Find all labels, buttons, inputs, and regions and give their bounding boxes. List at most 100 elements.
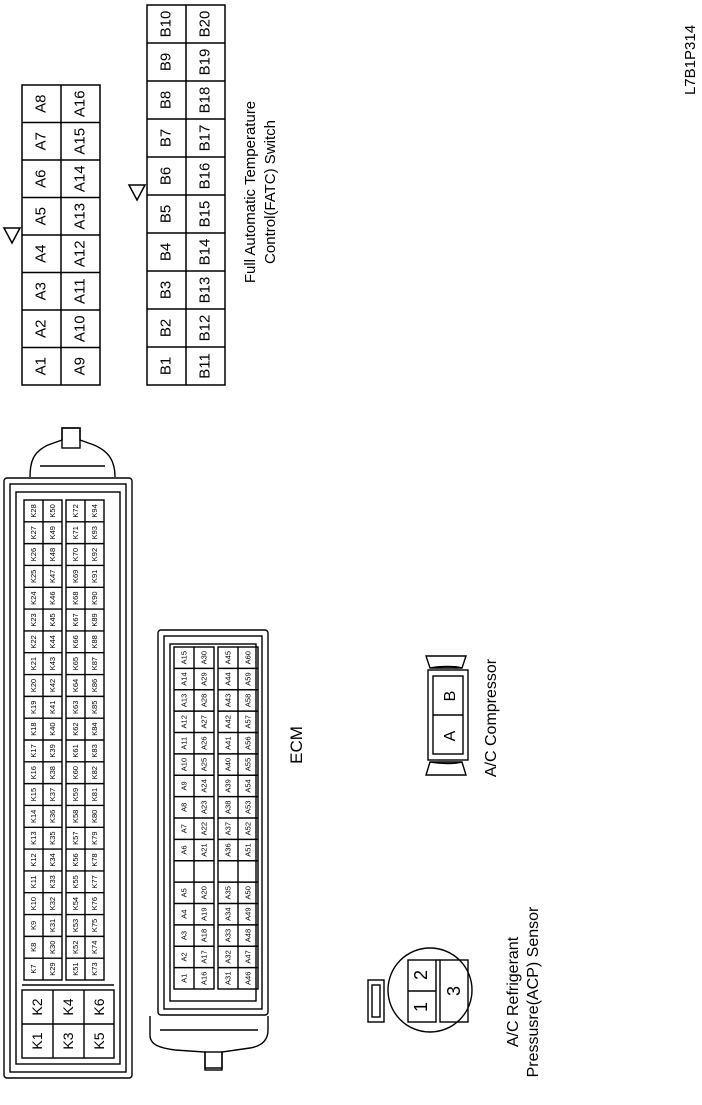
fatc-b-pin: B15: [197, 201, 214, 228]
ecm-a-pin: A23: [200, 801, 209, 814]
ecm-a-pin: A50: [244, 886, 253, 899]
ecm-a-pin: A34: [224, 908, 233, 921]
ecm-a-pin: A40: [224, 758, 233, 771]
ecm-k-pin: K82: [90, 766, 99, 779]
ecm-k-pin: K35: [48, 832, 57, 845]
ecm-k-pin: K31: [48, 919, 57, 932]
ecm-a-pin: A26: [200, 737, 209, 750]
ecm-k-pin: K14: [29, 810, 38, 823]
ecm-a-pin: A33: [224, 929, 233, 942]
compressor-pin-b: B: [442, 691, 459, 702]
fatc-b-pin: B7: [158, 129, 175, 147]
acp-pin-2: 2: [411, 970, 431, 980]
ecm-a-pin: A10: [180, 758, 189, 771]
ecm-k-pin: K48: [48, 548, 57, 561]
ecm-a-pin: A46: [244, 972, 253, 985]
fatc-a-pin: A10: [72, 315, 89, 342]
fatc-a-pin: A1: [33, 357, 50, 375]
ecm-k-pin: K62: [71, 722, 80, 735]
fatc-b-pin: B19: [197, 49, 214, 76]
ecm-k-pin: K44: [48, 635, 57, 648]
ecm-k-pin: K88: [90, 635, 99, 648]
ecm-k-pin: K17: [29, 744, 38, 757]
ecm-k-pin: K78: [90, 853, 99, 866]
acp-connector: [367, 947, 473, 1033]
ecm-a-pin: A60: [244, 651, 253, 664]
ecm-k-pin: K90: [90, 592, 99, 605]
acp-pin-1: 1: [411, 1002, 431, 1012]
ecm-k-pin: K27: [29, 526, 38, 539]
ecm-k-pin: K37: [48, 788, 57, 801]
fatc-a-pin: A7: [33, 132, 50, 150]
ecm-a-pin: A49: [244, 908, 253, 921]
ecm-k-pin: K30: [48, 941, 57, 954]
ecm-a-pin: A43: [224, 694, 233, 707]
ecm-k-pin: K94: [90, 504, 99, 517]
ecm-k-pin: K72: [71, 504, 80, 517]
fatc-b-pin: B8: [158, 91, 175, 109]
ecm-a-pin: A45: [224, 651, 233, 664]
ecm-k-pin: K56: [71, 853, 80, 866]
ecm-a-pin: A19: [200, 908, 209, 921]
fatc-a-pin: A4: [33, 245, 50, 263]
ecm-k-pin: K71: [71, 526, 80, 539]
ecm-k-pin: K74: [90, 941, 99, 954]
ecm-a-pin: A58: [244, 694, 253, 707]
fatc-b-pin: B13: [197, 277, 214, 304]
ecm-k-pin: K22: [29, 635, 38, 648]
ecm-k-pin: K16: [29, 766, 38, 779]
ecm-a-pin: A53: [244, 801, 253, 814]
ecm-a-pin: A30: [200, 651, 209, 664]
ecm-a-pin: A27: [200, 715, 209, 728]
fatc-b-pin: B12: [197, 315, 214, 342]
ecm-k-pin: K39: [48, 744, 57, 757]
fatc-b-pin: B1: [158, 357, 175, 375]
ecm-a-pin: A25: [200, 758, 209, 771]
ecm-k-pin: K60: [71, 766, 80, 779]
ecm-a-pin: A16: [200, 972, 209, 985]
ecm-a-pin: A14: [180, 672, 189, 685]
ecm-k-pin: K21: [29, 657, 38, 670]
ecm-k-big-pin: K2: [29, 998, 45, 1015]
fatc-b-pin: B9: [158, 53, 175, 71]
ecm-k-pin: K36: [48, 810, 57, 823]
ecm-k-pin: K61: [71, 744, 80, 757]
compressor-connector: [425, 655, 469, 776]
ecm-a-pin: A28: [200, 694, 209, 707]
ecm-a-pin: A7: [180, 824, 189, 833]
ecm-a-pin: A48: [244, 929, 253, 942]
ecm-a-pin: A3: [180, 931, 189, 940]
ecm-a-pin: A41: [224, 737, 233, 750]
ecm-k-pin: K91: [90, 570, 99, 583]
fatc-b-pin: B11: [197, 353, 214, 379]
ecm-a-pin: A6: [180, 845, 189, 854]
ecm-a-pin: A22: [200, 822, 209, 835]
ecm-a-pin: A59: [244, 672, 253, 685]
fatc-b-pin: B16: [197, 163, 214, 190]
ecm-k-big-pin: K4: [60, 998, 76, 1015]
ecm-a-pin: A13: [180, 694, 189, 707]
ecm-k-pin: K77: [90, 875, 99, 888]
compressor-label: A/C Compressor: [483, 658, 500, 777]
ecm-k-pin: K89: [90, 613, 99, 626]
ecm-k-pin: K76: [90, 897, 99, 910]
ecm-k-pin: K92: [90, 548, 99, 561]
ecm-k-pin: K81: [90, 788, 99, 801]
ecm-k-pin: K73: [90, 962, 99, 975]
ecm-k-pin: K87: [90, 657, 99, 670]
ecm-k-pin: K12: [29, 853, 38, 866]
ecm-k-pin: K83: [90, 744, 99, 757]
ecm-k-pin: K69: [71, 570, 80, 583]
fatc-b-pin: B20: [197, 11, 214, 38]
ecm-k-pin: K86: [90, 679, 99, 692]
ecm-k-pin: K65: [71, 657, 80, 670]
ecm-k-pin: K64: [71, 679, 80, 692]
ecm-k-pin: K52: [71, 941, 80, 954]
ecm-k-pin: K93: [90, 526, 99, 539]
ecm-a-pin: A8: [180, 803, 189, 812]
ecm-a-pin: A35: [224, 886, 233, 899]
ecm-k-pin-labels: K1K2K3K4K5K6K7K8K9K10K11K12K13K14K15K16K…: [29, 504, 107, 1049]
ecm-k-pin: K85: [90, 701, 99, 714]
ecm-k-pin: K19: [29, 701, 38, 714]
ecm-k-pin: K75: [90, 919, 99, 932]
